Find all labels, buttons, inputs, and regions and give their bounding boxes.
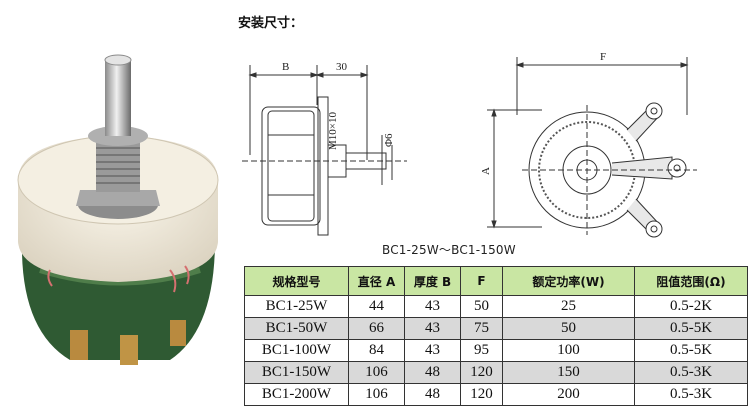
table-row: BC1-150W 106 48 120 150 0.5-3K: [244, 361, 748, 384]
dim-label-shaft: Φ6: [383, 133, 395, 147]
cell-thickness: 48: [404, 361, 461, 384]
spec-table: 规格型号 直径 A 厚度 B F 额定功率(W) 阻值范围(Ω) BC1-25W…: [244, 266, 748, 406]
cell-power: 25: [502, 295, 635, 318]
terminal-tab: [170, 320, 186, 346]
table-header-row: 规格型号 直径 A 厚度 B F 额定功率(W) 阻值范围(Ω): [244, 266, 748, 296]
installation-heading: 安装尺寸：: [238, 16, 304, 31]
header-thickness: 厚度 B: [404, 266, 461, 296]
cell-diameter: 106: [348, 361, 405, 384]
dimension-drawings: B 30 M10×10 Φ6 F A: [242, 51, 697, 238]
table-row: BC1-25W 44 43 50 25 0.5-2K: [244, 295, 748, 318]
cell-diameter: 84: [348, 339, 405, 362]
cell-diameter: 106: [348, 383, 405, 406]
cell-resistance: 0.5-2K: [634, 295, 748, 318]
rheostat-image: [17, 54, 219, 365]
nut-face: [76, 190, 160, 206]
drawing-caption: BC1-25W～BC1-150W: [382, 243, 516, 257]
header-f: F: [460, 266, 503, 296]
bushing-thread: [96, 147, 140, 184]
cell-f: 50: [460, 295, 503, 318]
red-marking: [47, 269, 53, 287]
cell-thickness: 43: [404, 339, 461, 362]
dim-label-a: A: [480, 167, 492, 175]
cell-power: 150: [502, 361, 635, 384]
cell-model: BC1-50W: [244, 317, 349, 340]
red-marking: [169, 265, 190, 293]
cell-power: 100: [502, 339, 635, 362]
winding-band: [39, 267, 201, 286]
table-row: BC1-200W 106 48 120 200 0.5-3K: [244, 383, 748, 406]
cell-f: 120: [460, 361, 503, 384]
shaft-tip: [104, 54, 132, 66]
cell-thickness: 43: [404, 295, 461, 318]
header-resistance: 阻值范围(Ω): [634, 266, 748, 296]
cell-f: 120: [460, 383, 503, 406]
side-view: [242, 65, 407, 236]
cell-diameter: 44: [348, 295, 405, 318]
cell-resistance: 0.5-3K: [634, 361, 748, 384]
cell-resistance: 0.5-5K: [634, 317, 748, 340]
cell-thickness: 43: [404, 317, 461, 340]
cell-f: 75: [460, 317, 503, 340]
cell-f: 95: [460, 339, 503, 362]
cell-power: 200: [502, 383, 635, 406]
header-model: 规格型号: [244, 266, 349, 296]
dim-label-f: F: [600, 51, 606, 63]
cell-resistance: 0.5-3K: [634, 383, 748, 406]
dim-label-thread: M10×10: [327, 112, 339, 150]
terminal-tab: [70, 330, 88, 360]
terminal-tab: [120, 335, 138, 365]
shaft: [105, 60, 131, 136]
cell-model: BC1-100W: [244, 339, 349, 362]
cell-model: BC1-200W: [244, 383, 349, 406]
header-diameter: 直径 A: [348, 266, 405, 296]
cell-thickness: 48: [404, 383, 461, 406]
dim-label-b: B: [282, 61, 289, 73]
cell-model: BC1-150W: [244, 361, 349, 384]
table-row: BC1-100W 84 43 95 100 0.5-5K: [244, 339, 748, 362]
cell-model: BC1-25W: [244, 295, 349, 318]
header-power: 额定功率(W): [502, 266, 635, 296]
cell-diameter: 66: [348, 317, 405, 340]
cell-resistance: 0.5-5K: [634, 339, 748, 362]
product-photo: [0, 30, 232, 400]
cell-power: 50: [502, 317, 635, 340]
front-view: [487, 57, 697, 238]
dim-label-30: 30: [336, 61, 348, 73]
table-row: BC1-50W 66 43 75 50 0.5-5K: [244, 317, 748, 340]
